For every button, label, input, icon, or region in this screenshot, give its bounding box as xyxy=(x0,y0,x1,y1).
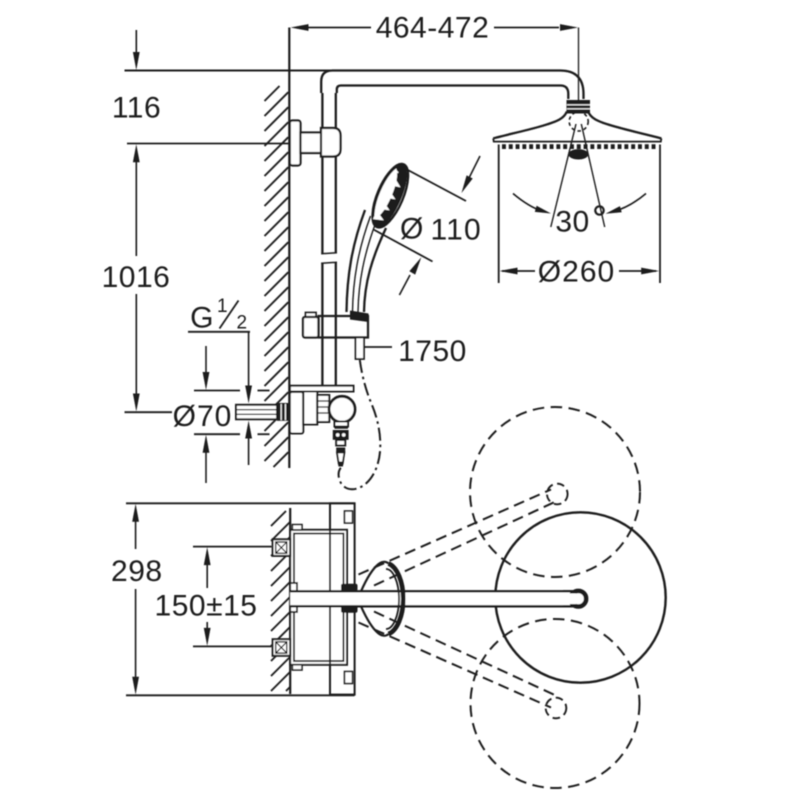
svg-text:Ø260: Ø260 xyxy=(538,256,615,289)
svg-text:Ø: Ø xyxy=(400,213,424,246)
svg-text:464-472: 464-472 xyxy=(376,12,490,45)
svg-text:116: 116 xyxy=(112,92,161,125)
svg-text:1016: 1016 xyxy=(102,261,171,294)
svg-text:298: 298 xyxy=(111,555,163,588)
svg-text:110: 110 xyxy=(431,214,482,247)
svg-text:G: G xyxy=(190,302,214,335)
svg-text:150±15: 150±15 xyxy=(155,590,258,623)
svg-text:30: 30 xyxy=(555,206,589,239)
svg-text:2: 2 xyxy=(236,313,247,334)
svg-text:1750: 1750 xyxy=(398,335,467,368)
svg-text:Ø70: Ø70 xyxy=(173,400,233,433)
svg-text:1: 1 xyxy=(217,296,228,317)
